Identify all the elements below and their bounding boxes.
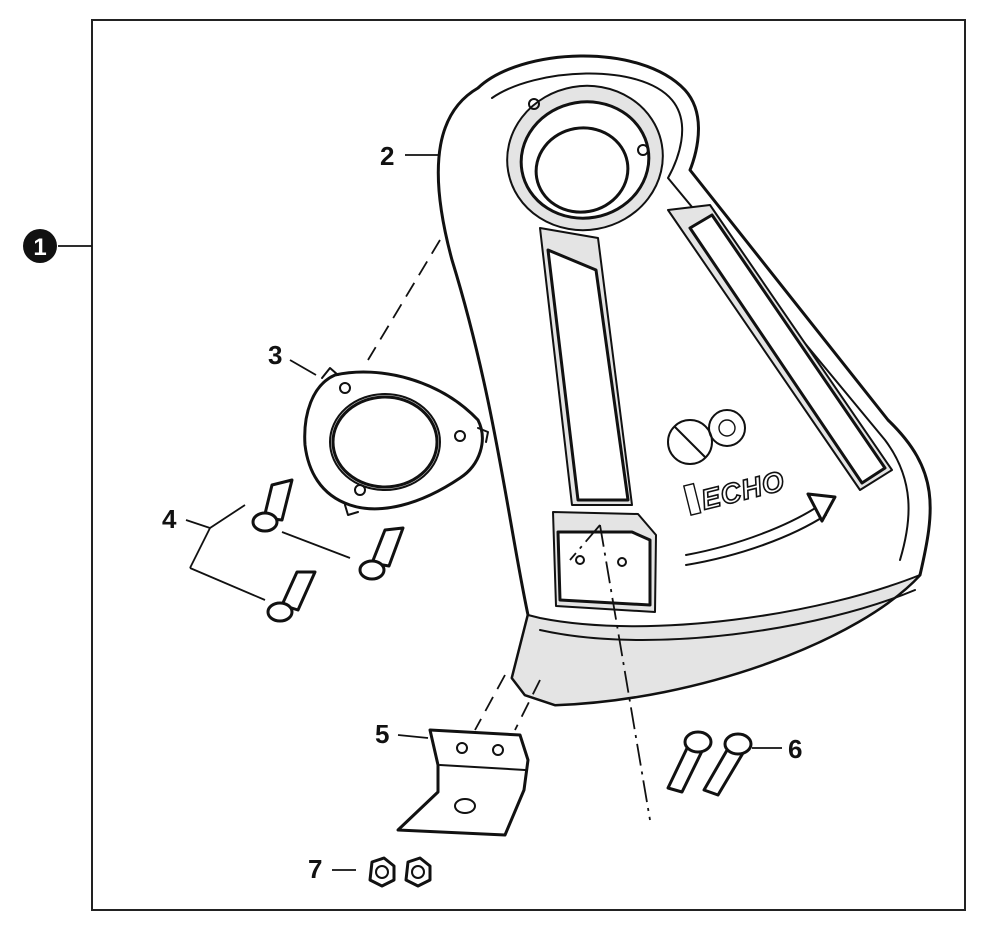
- nut-group: [368, 856, 432, 888]
- screw-3: [266, 570, 317, 623]
- callout-guard: 2: [380, 141, 394, 171]
- bolt-2: [702, 732, 753, 797]
- screw-1: [251, 478, 294, 533]
- callout-plate: 3: [268, 340, 282, 370]
- screw-group: [251, 478, 405, 623]
- bolt-1: [666, 730, 713, 794]
- assembly-callout: 1: [23, 229, 92, 263]
- bolt-group: [666, 730, 753, 797]
- callout-bolts: 6: [788, 734, 802, 764]
- nut-2: [404, 856, 432, 888]
- screw-2: [358, 526, 405, 581]
- nut-1: [368, 856, 396, 888]
- callout-nuts: 7: [308, 854, 322, 884]
- bracket: [396, 728, 530, 837]
- blade-guard: ECHO: [436, 54, 932, 707]
- mounting-plate: [303, 367, 489, 516]
- assembly-number: 1: [33, 234, 46, 261]
- diagram-frame: [91, 19, 966, 911]
- callout-screws: 4: [162, 504, 177, 534]
- callout-bracket: 5: [375, 719, 389, 749]
